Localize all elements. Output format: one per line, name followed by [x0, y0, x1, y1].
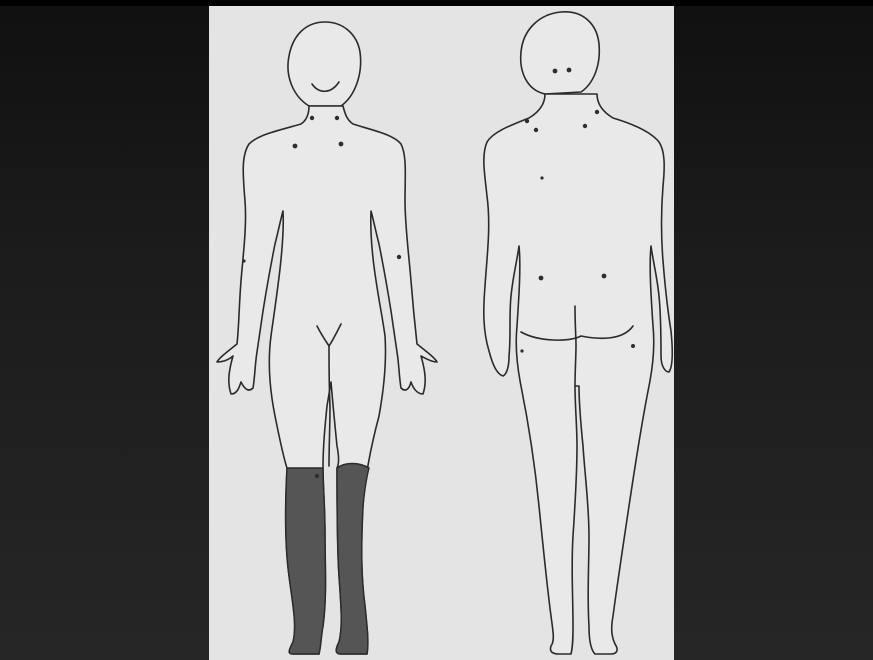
front-left-lower-leg-shaded — [286, 468, 326, 654]
front-point-neck-left — [310, 116, 314, 120]
back-point-hip-right — [631, 344, 635, 348]
back-head — [521, 12, 600, 94]
back-point-head-right — [567, 68, 572, 73]
front-inner-leg-line — [329, 346, 330, 466]
paper-sheet — [209, 6, 674, 660]
front-point-elbow-left — [242, 259, 245, 262]
body-chart-drawing — [209, 6, 674, 660]
front-head — [288, 22, 361, 106]
back-figure — [484, 12, 673, 654]
back-point-head-left — [553, 69, 558, 74]
front-point-shoulder-right — [339, 142, 344, 147]
back-point-hand-left — [520, 349, 523, 352]
front-point-neck-right — [335, 116, 339, 120]
front-body-outline — [217, 106, 437, 654]
back-point-shoulder-left-2 — [534, 128, 538, 132]
front-point-elbow-right — [397, 255, 401, 259]
back-point-shoulder-left-1 — [525, 119, 529, 123]
back-point-lower-back-right — [602, 274, 607, 279]
back-point-shoulder-right-1 — [595, 110, 599, 114]
front-point-knee — [315, 474, 319, 478]
front-right-lower-leg-shaded — [336, 464, 369, 655]
back-point-lower-back-left — [539, 276, 544, 281]
back-body-outline — [484, 94, 673, 654]
front-point-shoulder-left — [293, 144, 298, 149]
front-figure — [217, 22, 437, 654]
back-point-shoulder-right-2 — [583, 124, 587, 128]
back-point-midback — [540, 176, 543, 179]
